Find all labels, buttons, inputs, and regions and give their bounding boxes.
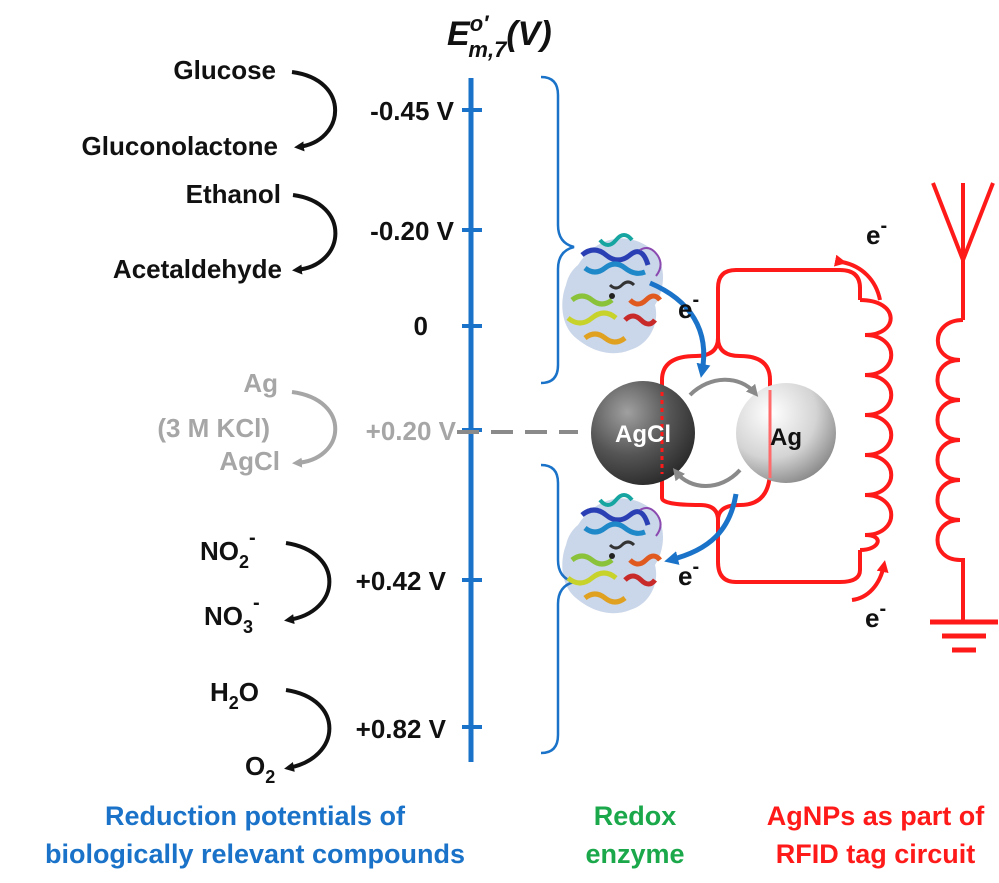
upper-brace [540,75,575,385]
lower-brace [540,463,575,755]
tick-label-zero: 0 [414,311,428,341]
couple-agcl: AgCl [219,446,280,476]
agcl-particle [591,381,695,485]
couple-arrow-glucose [291,70,338,152]
ground-icon [930,619,998,653]
electron-flow-bottom-arrow [851,560,889,602]
electron-transfer-in-arrow [649,280,711,378]
cycle-arrow-bottom [672,468,742,488]
electron-label-4: e- [865,598,886,633]
caption-redox-enzyme: Redox enzyme [585,801,685,869]
couple-arrow-no2 [284,541,332,625]
electron-label-1: e- [678,289,699,324]
tick-label-pos082: +0.82 V [356,714,447,744]
antenna [931,182,995,620]
couple-o2: O2 [245,751,275,787]
couple-arrow-h2o [284,688,332,772]
couple-kcl: (3 M KCl) [157,413,270,443]
electron-label-3: e- [866,215,887,250]
couple-arrow-ethanol [292,193,338,275]
axis-title: Eo′m,7(V) [447,11,552,62]
caption-reduction-potentials: Reduction potentials of biologically rel… [44,801,466,869]
caption-rfid-circuit: AgNPs as part of RFID tag circuit [766,801,985,869]
ag-particle [736,383,836,483]
couple-ag: Ag [243,368,278,398]
couple-arrow-ag [291,390,338,468]
cycle-arrow-top [688,377,759,397]
couple-gluconolactone: Gluconolactone [82,131,278,161]
tick-label-pos042: +0.42 V [356,566,447,596]
couple-no2: NO2- [200,527,256,572]
couple-h2o: H2O [210,677,259,713]
agcl-label: AgCl [615,421,671,448]
electron-transfer-out-arrow [664,493,739,565]
tick-label-pos020: +0.20 V [366,416,457,446]
electron-flow-top-arrow [833,254,882,301]
couple-ethanol: Ethanol [186,179,281,209]
enzyme-lower-icon [562,493,664,614]
electron-label-2: e- [678,556,699,591]
couple-acetaldehyde: Acetaldehyde [113,254,282,284]
couple-glucose: Glucose [173,55,276,85]
tick-label-neg020: -0.20 V [370,216,454,246]
enzyme-upper-icon [562,233,664,354]
couple-no3: NO3- [204,592,260,637]
ag-label: Ag [770,424,802,451]
tick-label-neg045: -0.45 V [370,96,454,126]
